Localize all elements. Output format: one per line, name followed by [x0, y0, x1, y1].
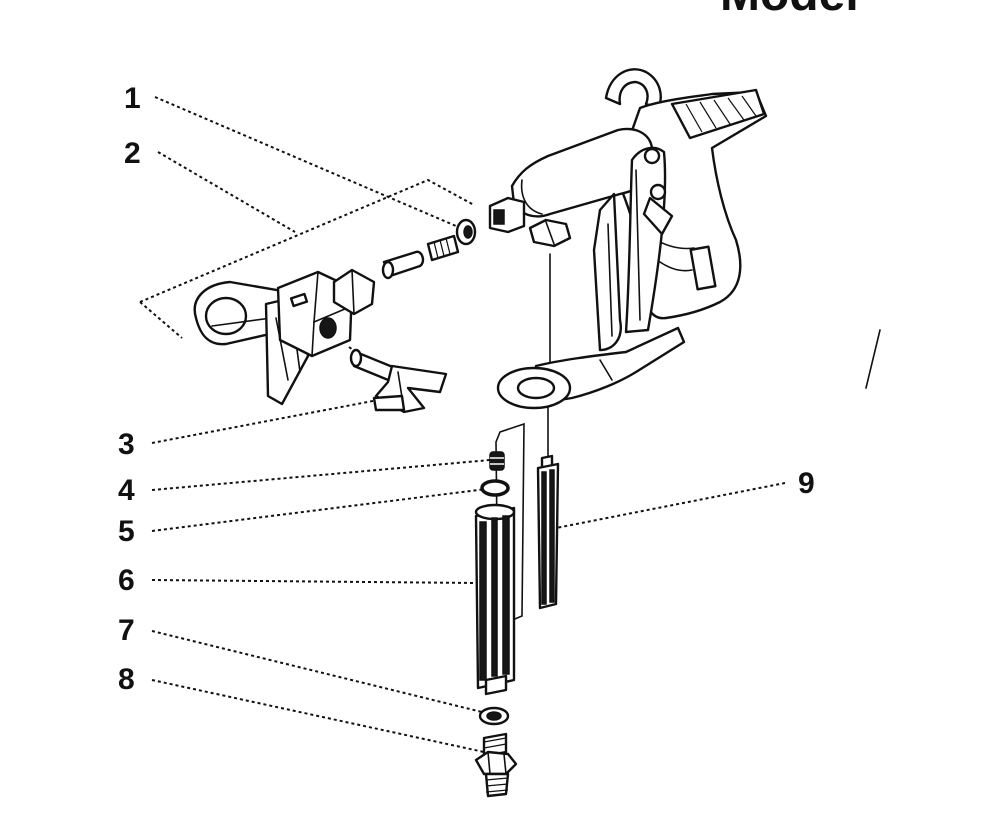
header-partial-title: Model	[720, 0, 859, 21]
callout-3: 3	[118, 428, 135, 461]
leader-9	[555, 482, 786, 529]
callout-5: 5	[118, 515, 135, 548]
leader-7	[151, 630, 487, 714]
part-1-seal	[455, 218, 477, 246]
callout-1: 1	[124, 82, 141, 115]
callout-6: 6	[118, 564, 135, 597]
part-3-reversible-tip	[349, 348, 448, 414]
part-9-filter-tube	[536, 454, 560, 610]
callout-2: 2	[124, 137, 141, 170]
part-6-filter	[474, 503, 516, 696]
leader-2	[157, 151, 296, 233]
leader-4	[151, 459, 491, 491]
part-4-filter-spring	[489, 451, 505, 471]
callout-7: 7	[118, 614, 135, 647]
spray-gun-body	[488, 68, 768, 410]
leader-6	[151, 579, 477, 584]
part-5-o-ring	[480, 479, 510, 497]
tip-spring-and-pin	[381, 234, 460, 280]
part-2-tip-guard	[193, 268, 376, 406]
stray-mark	[865, 329, 881, 389]
part-7-washer	[478, 706, 510, 726]
leader-5	[151, 488, 487, 532]
leader-3	[151, 399, 379, 444]
callout-8: 8	[118, 663, 135, 696]
callout-9: 9	[798, 467, 815, 500]
leader-8	[151, 679, 485, 753]
leader-lines	[151, 96, 786, 753]
part-8-fitting	[474, 732, 518, 798]
leader-1	[154, 96, 471, 233]
callout-4: 4	[118, 474, 135, 507]
